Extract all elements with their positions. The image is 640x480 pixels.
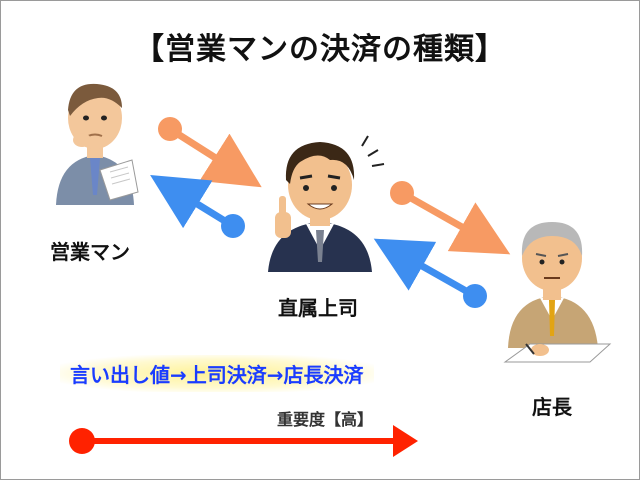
blue-arrow-start-dot [221, 214, 245, 238]
orange-arrow-salesman-to-supervisor [168, 126, 262, 188]
diagram-title: 【営業マンの決済の種類】 [134, 32, 506, 67]
orange-arrow-supervisor-to-manager [400, 189, 511, 255]
importance-label: 重要度【高】 [277, 410, 374, 429]
store-manager-figure [503, 222, 612, 363]
orange-arrow-start-dot [158, 117, 182, 141]
salesman-label: 営業マン [50, 240, 130, 264]
supervisor-label: 直属上司 [278, 296, 358, 320]
flow-text: 言い出し値→上司決済→店長決済 [60, 355, 374, 392]
blue-arrow-start-dot-2 [463, 284, 487, 308]
importance-arrow-head [393, 425, 418, 457]
blue-arrow-supervisor-to-salesman [150, 174, 235, 229]
supervisor-figure [268, 135, 385, 272]
blue-arrow-manager-to-supervisor [373, 238, 477, 300]
salesman-figure [56, 83, 139, 205]
store-manager-label: 店長 [532, 395, 572, 419]
orange-arrow-start-dot-2 [390, 181, 414, 205]
importance-arrow-start-dot [69, 428, 95, 454]
